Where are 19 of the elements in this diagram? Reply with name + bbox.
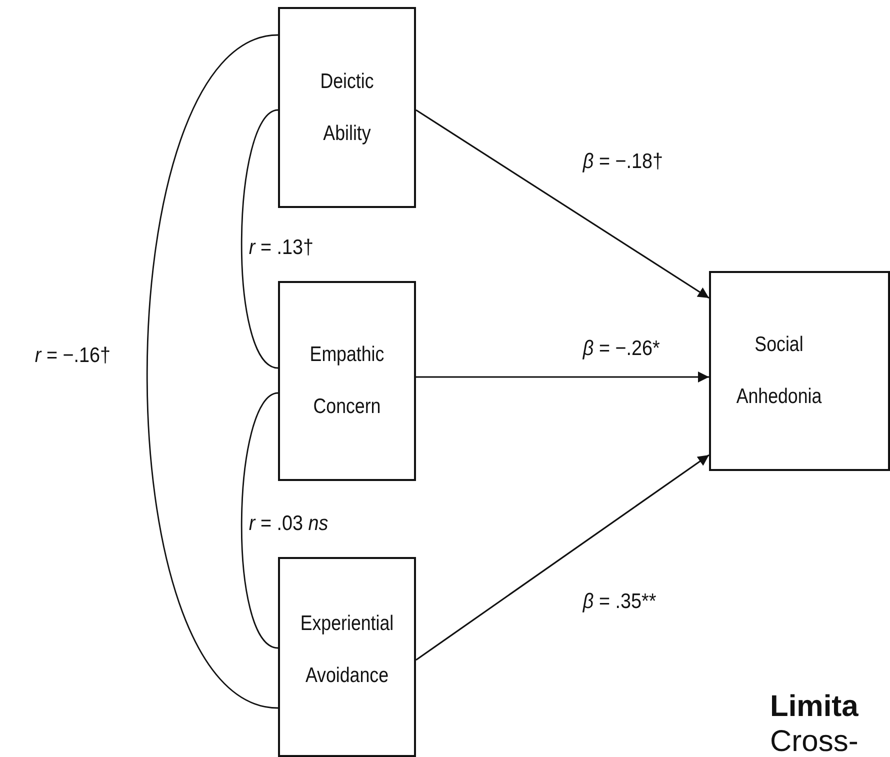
correlation-curve xyxy=(240,109,278,369)
slide-text: Limita xyxy=(770,690,858,724)
arrow xyxy=(416,454,710,661)
slide-text: Cross- xyxy=(770,725,858,757)
variable-name: Social Anhedonia xyxy=(734,332,823,410)
edge-label: β = −.26* xyxy=(582,337,661,361)
variable-box xyxy=(709,271,890,471)
variable-box xyxy=(278,7,416,208)
correlation-curve xyxy=(146,34,278,709)
variable-name: Experiential Avoidance xyxy=(300,610,394,688)
variable-name: Deictic Ability xyxy=(319,68,375,146)
edge-label: β = .35** xyxy=(582,590,658,614)
variable-name: Empathic Concern xyxy=(308,342,386,420)
correlation-curve xyxy=(240,392,278,649)
arrow xyxy=(416,109,710,299)
variable-box xyxy=(278,281,416,481)
arrow xyxy=(416,372,709,382)
edge-label: β = −.18† xyxy=(582,150,664,174)
variable-box xyxy=(278,557,416,757)
